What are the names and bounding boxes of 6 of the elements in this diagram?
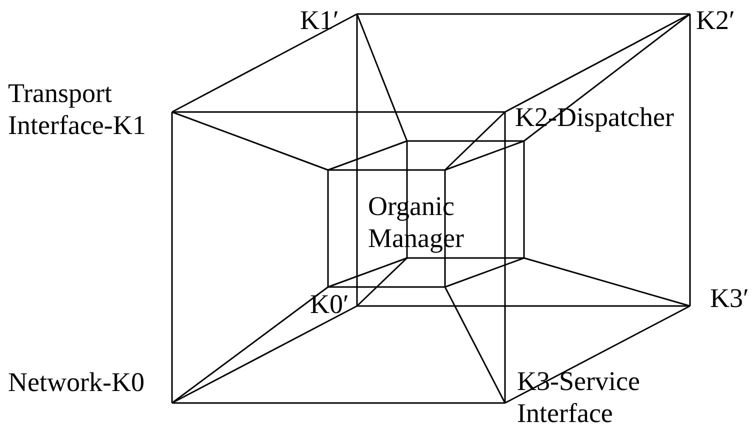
vertex-label: Transport Interface-K1 (8, 77, 147, 141)
vertex-label: K0′ (310, 288, 349, 320)
vertex-label: K3′ (710, 282, 749, 314)
vertex-label: Network-K0 (8, 366, 144, 398)
vertex-label: K2′ (696, 4, 735, 36)
vertex-label: K1′ (300, 4, 339, 36)
